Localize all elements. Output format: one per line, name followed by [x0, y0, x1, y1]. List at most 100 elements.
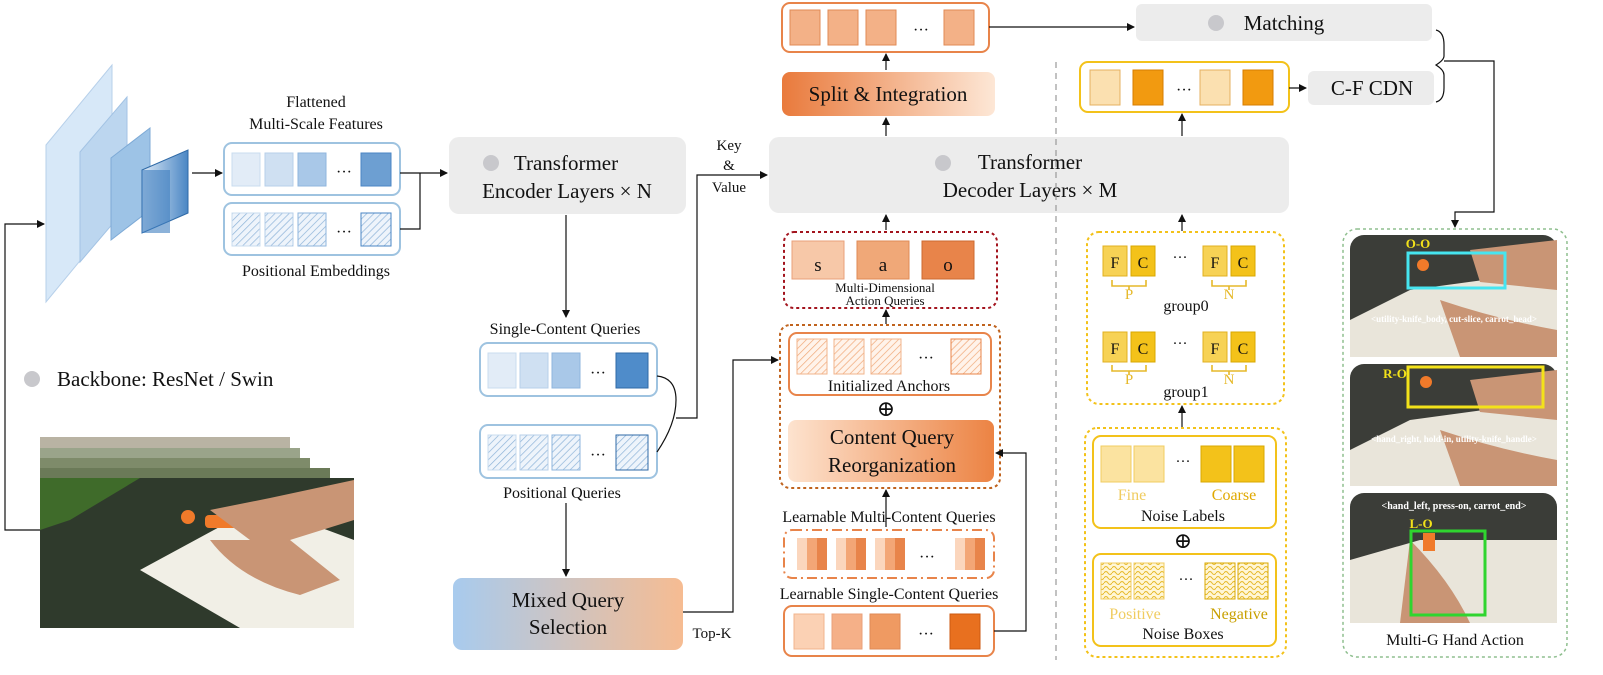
mixed-query-box — [453, 578, 683, 650]
action-letter-o: o — [943, 255, 953, 276]
and-label: & — [723, 158, 735, 174]
backbone-label: Backbone: ResNet / Swin — [57, 367, 274, 391]
group1-tokens — [1102, 331, 1256, 375]
single-content-label: Single-Content Queries — [490, 321, 641, 338]
learnable-single-label: Learnable Single-Content Queries — [780, 586, 999, 603]
group0-N: N — [1224, 287, 1235, 303]
multi-ellipsis: ··· — [919, 549, 935, 566]
anchors-label: Initialized Anchors — [828, 378, 950, 395]
features-title-line1: Flattened — [286, 94, 346, 111]
matching-box — [1136, 4, 1432, 41]
action-query-tokens — [791, 240, 975, 280]
group1-label: group1 — [1163, 384, 1208, 401]
example-tag-3: L-O — [1409, 516, 1432, 531]
output-tokens — [789, 9, 975, 46]
bullet-icon — [24, 371, 40, 387]
noise-boxes-title: Noise Boxes — [1142, 626, 1223, 643]
example-image-3 — [1350, 493, 1557, 623]
group1-N: N — [1224, 372, 1235, 388]
cdn-output-box — [1079, 61, 1290, 113]
example-caption-2: <hand_right, hold-in, utility-knife_hand… — [1371, 434, 1537, 444]
backbone-stack — [45, 63, 189, 304]
examples-title: Multi-G Hand Action — [1386, 632, 1524, 649]
input-image-stack — [40, 437, 354, 628]
group0-F2: F — [1211, 255, 1220, 272]
group0-label: group0 — [1163, 298, 1208, 315]
features-title-line2: Multi-Scale Features — [249, 116, 383, 133]
group1-ellipsis: ··· — [1173, 336, 1188, 352]
group0-P: P — [1125, 287, 1133, 303]
cdn-box — [1308, 71, 1434, 105]
fine-label: Fine — [1118, 487, 1146, 504]
bullet-icon — [935, 155, 951, 171]
single-content-ellipsis: ··· — [590, 365, 606, 382]
group1-P: P — [1125, 372, 1133, 388]
value-label: Value — [712, 180, 746, 196]
bullet-icon — [1208, 15, 1224, 31]
output-ellipsis: ··· — [913, 22, 929, 39]
encoder-line1: Transformer — [514, 151, 618, 175]
noise-oplus-icon: ⊕ — [1174, 528, 1192, 553]
action-letter-a: a — [879, 255, 888, 276]
bullet-icon — [483, 155, 499, 171]
positional-embeddings-label: Positional Embeddings — [242, 263, 390, 280]
split-label: Split & Integration — [809, 82, 968, 106]
mixed-line2: Selection — [529, 615, 608, 639]
pos-ellipsis: ··· — [336, 224, 352, 241]
pos-embedding-tokens — [231, 212, 392, 247]
example-tag-2: R-O — [1383, 366, 1407, 381]
multi-content-tokens — [797, 538, 985, 570]
positional-query-tokens — [487, 434, 649, 471]
group0-C2: C — [1238, 255, 1249, 272]
topk-label: Top-K — [693, 626, 732, 642]
split-integration-box — [782, 72, 995, 116]
decoder-line1: Transformer — [978, 150, 1082, 174]
positional-queries-ellipsis: ··· — [590, 447, 606, 464]
example-image-2 — [1350, 364, 1557, 486]
cdn-label: C-F CDN — [1331, 76, 1413, 100]
group0-F1: F — [1111, 255, 1120, 272]
single-content-tokens — [487, 352, 649, 389]
cdn-output-tokens — [1089, 69, 1274, 106]
group1-C2: C — [1238, 341, 1249, 358]
anchor-ellipsis: ··· — [918, 350, 934, 367]
cdn-ellipsis: ··· — [1176, 82, 1192, 99]
example-caption-1: <utility-knife_body, cut-slice, carrot_h… — [1371, 314, 1537, 324]
coarse-label: Coarse — [1212, 487, 1256, 504]
single-learnable-ellipsis: ··· — [918, 626, 934, 643]
decoder-box — [769, 137, 1289, 213]
group1-F1: F — [1111, 341, 1120, 358]
noise-boxes-ellipsis: ··· — [1179, 572, 1194, 588]
features-ellipsis: ··· — [336, 164, 352, 181]
reorganization-box — [788, 420, 994, 482]
action-queries-line2: Action Queries — [845, 293, 924, 308]
reorg-line1: Content Query — [830, 425, 955, 449]
action-queries-line1: Multi-Dimensional — [835, 280, 935, 295]
group1-F2: F — [1211, 341, 1220, 358]
example-image-1 — [1350, 235, 1557, 357]
matching-label: Matching — [1244, 11, 1325, 35]
mixed-line1: Mixed Query — [512, 588, 625, 612]
key-label: Key — [717, 138, 742, 154]
noise-label-tokens — [1100, 445, 1265, 483]
positive-label: Positive — [1109, 606, 1161, 623]
group0-C1: C — [1138, 255, 1149, 272]
learnable-multi-label: Learnable Multi-Content Queries — [782, 509, 995, 526]
oplus-icon: ⊕ — [877, 396, 895, 421]
group1-C1: C — [1138, 341, 1149, 358]
noise-labels-title: Noise Labels — [1141, 508, 1225, 525]
negative-label: Negative — [1210, 606, 1268, 623]
example-caption-3: <hand_left, press-on, carrot_end> — [1382, 501, 1527, 512]
encoder-box — [449, 137, 686, 214]
reorg-line2: Reorganization — [828, 453, 956, 477]
feature-tokens — [231, 152, 392, 187]
group0-tokens — [1102, 245, 1256, 290]
noise-box-tokens — [1100, 562, 1269, 600]
noise-labels-ellipsis: ··· — [1176, 454, 1191, 470]
encoder-line2: Encoder Layers × N — [482, 179, 652, 203]
positional-queries-label: Positional Queries — [503, 485, 621, 502]
decoder-line2: Decoder Layers × M — [943, 178, 1118, 202]
example-tag-1: O-O — [1406, 236, 1431, 251]
anchor-tokens — [796, 338, 982, 375]
